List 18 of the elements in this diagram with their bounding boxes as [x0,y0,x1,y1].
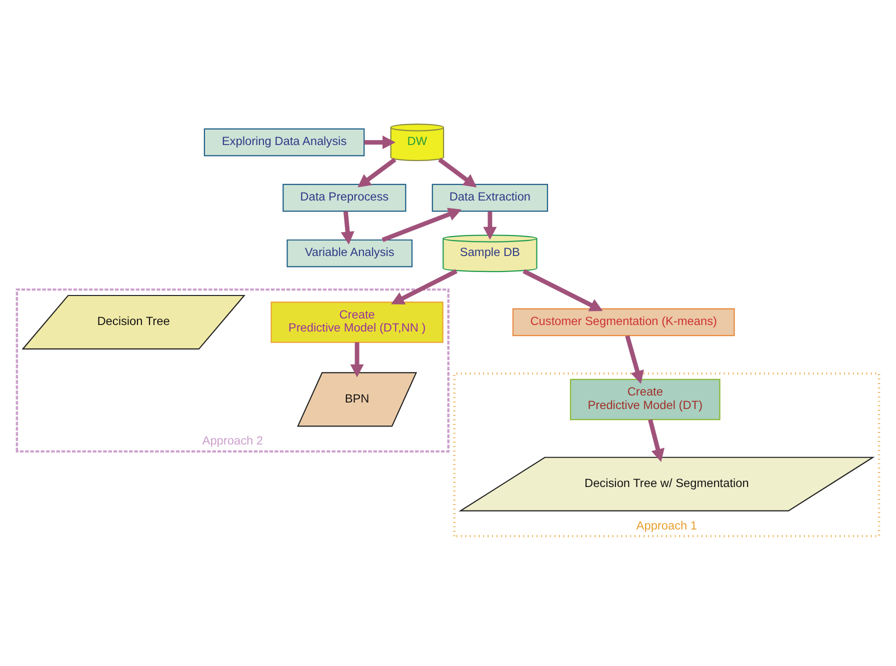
arrow [358,158,396,188]
arrow [438,158,477,188]
arrow [648,419,664,462]
arrow [391,269,458,304]
node-box: Customer Segmentation (K-means) [512,308,735,336]
arrow [483,211,497,240]
arrow [364,136,396,150]
arrow [522,269,603,312]
arrow [625,335,644,384]
node-box: Create Predictive Model (DT,NN ) [270,302,444,343]
arrow [382,208,462,242]
node-box: Exploring Data Analysis [204,128,365,156]
arrow [340,211,354,245]
node-box: Variable Analysis [286,239,413,268]
arrow [350,342,364,378]
node-box: Data Extraction [432,184,548,212]
node-box: Data Preprocess [282,184,406,212]
node-box: Create Predictive Model (DT) [570,378,720,420]
